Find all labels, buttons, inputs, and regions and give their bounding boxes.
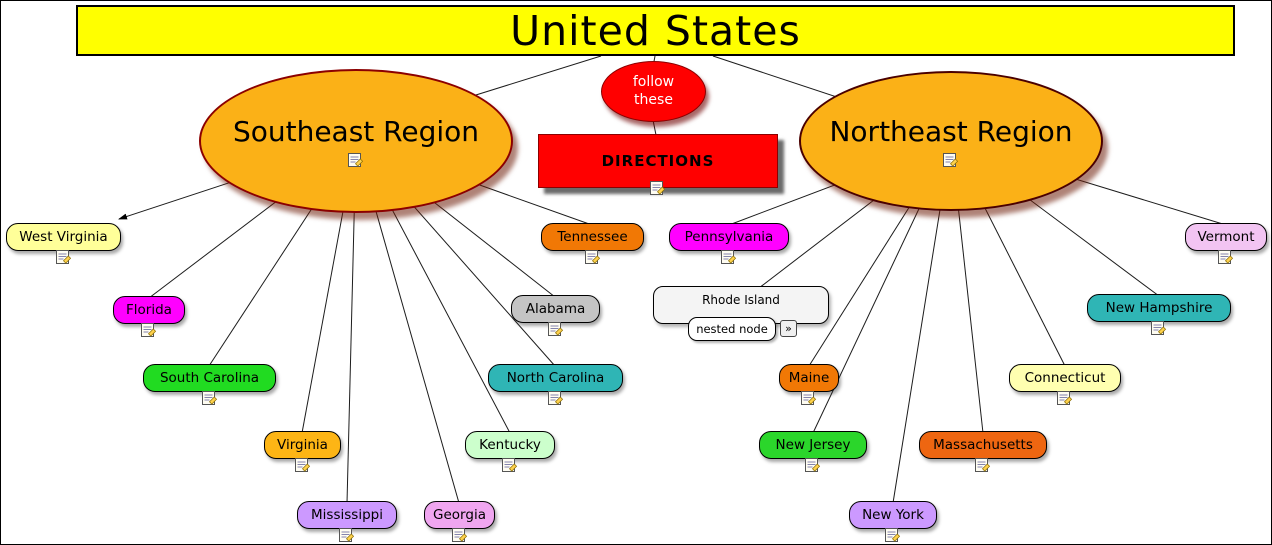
node-box[interactable]: New Jersey — [759, 431, 867, 459]
resource-icon[interactable] — [339, 527, 355, 543]
chevron-double-right-icon: » — [785, 322, 792, 335]
node-label: Rhode Island — [702, 293, 780, 307]
nested-node[interactable]: nested node — [688, 317, 776, 341]
node-label: Pennsylvania — [684, 229, 774, 245]
node-label: New Jersey — [775, 437, 851, 453]
node-new-york[interactable]: New York — [849, 501, 937, 543]
node-box[interactable]: Tennessee — [541, 223, 644, 251]
node-label: West Virginia — [19, 229, 108, 245]
region-node-northeast[interactable]: Northeast Region — [799, 71, 1103, 211]
node-label: Tennessee — [557, 229, 628, 245]
node-new-hampshire[interactable]: New Hampshire — [1087, 294, 1231, 336]
page-title: United States — [510, 6, 801, 55]
node-label: Georgia — [433, 507, 486, 523]
node-georgia[interactable]: Georgia — [424, 501, 495, 543]
node-box[interactable]: South Carolina — [143, 364, 276, 392]
nested-node-label: nested node — [696, 322, 768, 336]
node-label: Vermont — [1197, 229, 1255, 245]
node-label: Kentucky — [479, 437, 541, 453]
directions-node[interactable]: DIRECTIONS — [538, 134, 778, 195]
resource-icon[interactable] — [943, 152, 959, 168]
connector-line2: these — [634, 91, 673, 108]
node-vermont[interactable]: Vermont — [1185, 223, 1267, 265]
node-alabama[interactable]: Alabama — [511, 295, 600, 337]
resource-icon[interactable] — [1057, 390, 1073, 406]
connector-node-follow-these[interactable]: follow these — [601, 61, 706, 122]
resource-icon[interactable] — [502, 457, 518, 473]
node-box[interactable]: Massachusetts — [919, 431, 1047, 459]
node-virginia[interactable]: Virginia — [264, 431, 341, 473]
node-pennsylvania[interactable]: Pennsylvania — [669, 223, 789, 265]
resource-icon[interactable] — [975, 457, 991, 473]
node-connecticut[interactable]: Connecticut — [1009, 364, 1121, 406]
node-maine[interactable]: Maine — [779, 364, 839, 406]
node-label: Alabama — [525, 301, 586, 317]
node-label: Connecticut — [1024, 370, 1106, 386]
node-new-jersey[interactable]: New Jersey — [759, 431, 867, 473]
resource-icon[interactable] — [547, 321, 564, 337]
region-label: Northeast Region — [829, 114, 1073, 148]
node-box[interactable]: Vermont — [1185, 223, 1267, 251]
resource-icon[interactable] — [650, 180, 666, 196]
resource-icon[interactable] — [201, 390, 218, 406]
resource-icon[interactable] — [721, 249, 737, 265]
node-box[interactable]: Maine — [779, 364, 839, 392]
resource-icon[interactable] — [885, 527, 901, 543]
title-node[interactable]: United States — [76, 5, 1235, 56]
resource-icon[interactable] — [1218, 249, 1234, 265]
node-massachusetts[interactable]: Massachusetts — [919, 431, 1047, 473]
node-label: New Hampshire — [1105, 300, 1213, 316]
nested-node-expander-button[interactable]: » — [780, 320, 797, 337]
node-south-carolina[interactable]: South Carolina — [143, 364, 276, 406]
resource-icon[interactable] — [1151, 320, 1167, 336]
node-box[interactable]: Alabama — [511, 295, 600, 323]
resource-icon[interactable] — [805, 457, 821, 473]
node-box[interactable]: Pennsylvania — [669, 223, 789, 251]
node-florida[interactable]: Florida — [113, 296, 185, 338]
node-label: Virginia — [277, 437, 328, 453]
node-label: Mississippi — [311, 507, 383, 523]
node-box[interactable]: New Hampshire — [1087, 294, 1231, 322]
directions-label: DIRECTIONS — [601, 152, 715, 170]
node-box[interactable]: Georgia — [424, 501, 495, 529]
node-label: Maine — [788, 370, 830, 386]
node-label: Massachusetts — [933, 437, 1033, 453]
node-label: New York — [862, 507, 924, 523]
node-mississippi[interactable]: Mississippi — [297, 501, 397, 543]
node-west-virginia[interactable]: West Virginia — [6, 223, 121, 265]
resource-icon[interactable] — [451, 527, 468, 543]
region-label: Southeast Region — [232, 114, 480, 148]
node-box[interactable]: North Carolina — [488, 364, 623, 392]
node-label: South Carolina — [159, 370, 260, 386]
node-rhode-island[interactable]: Rhode Island nested node » — [653, 286, 829, 341]
node-tennessee[interactable]: Tennessee — [541, 223, 644, 265]
node-label: North Carolina — [506, 370, 605, 386]
node-box[interactable]: Virginia — [264, 431, 341, 459]
resource-icon[interactable] — [584, 249, 601, 265]
node-box[interactable]: West Virginia — [6, 223, 121, 251]
node-box[interactable]: Connecticut — [1009, 364, 1121, 392]
resource-icon[interactable] — [547, 390, 564, 406]
resource-icon[interactable] — [801, 390, 817, 406]
resource-icon[interactable] — [55, 249, 72, 265]
node-box[interactable]: New York — [849, 501, 937, 529]
resource-icon[interactable] — [294, 457, 311, 473]
resource-icon[interactable] — [348, 152, 364, 168]
node-north-carolina[interactable]: North Carolina — [488, 364, 623, 406]
node-box[interactable]: Kentucky — [465, 431, 555, 459]
node-label: Florida — [126, 302, 172, 318]
connector-line1: follow — [632, 74, 675, 90]
node-box[interactable]: Mississippi — [297, 501, 397, 529]
node-kentucky[interactable]: Kentucky — [465, 431, 555, 473]
node-box[interactable]: Florida — [113, 296, 185, 324]
region-node-southeast[interactable]: Southeast Region — [199, 69, 513, 213]
resource-icon[interactable] — [141, 322, 157, 338]
